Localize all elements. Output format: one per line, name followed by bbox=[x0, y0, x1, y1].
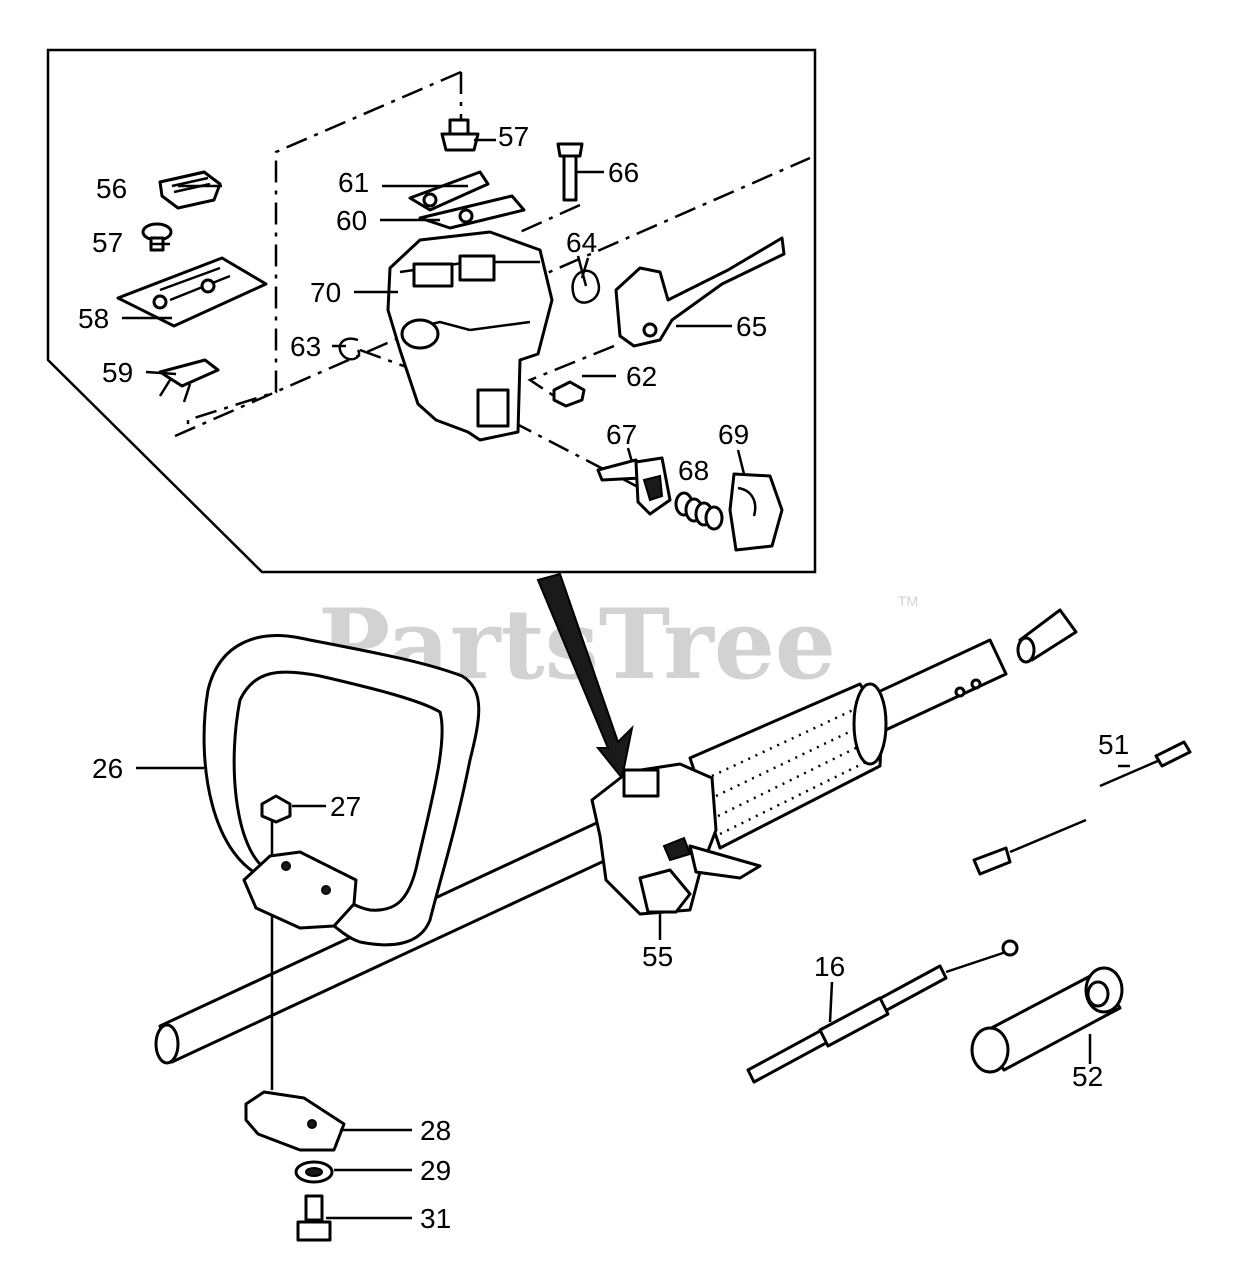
label-p64: 64 bbox=[566, 227, 597, 258]
label-p26: 26 bbox=[92, 753, 123, 784]
label-p31: 31 bbox=[420, 1203, 451, 1234]
label-p59: 59 bbox=[102, 357, 133, 388]
part-57-screw-left[interactable] bbox=[141, 222, 173, 252]
part-labels: 57 56 61 66 57 60 64 70 58 65 63 59 62 6… bbox=[78, 121, 1129, 1234]
label-p63: 63 bbox=[290, 331, 321, 362]
label-p56: 56 bbox=[96, 173, 127, 204]
label-p68: 68 bbox=[678, 455, 709, 486]
label-p29: 29 bbox=[420, 1155, 451, 1186]
part-31-bolt[interactable] bbox=[296, 1194, 332, 1242]
part-69-cover[interactable] bbox=[728, 472, 784, 552]
label-p51: 51 bbox=[1098, 729, 1129, 760]
part-60-lever-plate[interactable] bbox=[418, 194, 526, 230]
part-28-clamp-lower[interactable] bbox=[244, 1090, 346, 1152]
label-p57b: 57 bbox=[92, 227, 123, 258]
part-16-throttle-cable[interactable] bbox=[746, 939, 1019, 1084]
part-64-spring[interactable] bbox=[571, 255, 601, 304]
label-p65: 65 bbox=[736, 311, 767, 342]
part-58-switch-plate[interactable] bbox=[116, 256, 268, 328]
label-p52: 52 bbox=[1072, 1061, 1103, 1092]
label-p61: 61 bbox=[338, 167, 369, 198]
part-68-spring[interactable] bbox=[674, 491, 724, 531]
label-p55: 55 bbox=[642, 941, 673, 972]
detail-pointer-arrow bbox=[536, 572, 634, 781]
label-p70: 70 bbox=[310, 277, 341, 308]
label-p28: 28 bbox=[420, 1115, 451, 1146]
main-leader-lines bbox=[136, 764, 1130, 1220]
part-62-nut[interactable] bbox=[552, 380, 586, 408]
part-57-bolt-top[interactable] bbox=[440, 118, 480, 152]
grip-end-cap[interactable] bbox=[1016, 608, 1078, 664]
inset-frame bbox=[46, 48, 817, 574]
part-66-pin[interactable] bbox=[556, 142, 584, 202]
label-p66: 66 bbox=[608, 157, 639, 188]
label-p16: 16 bbox=[814, 951, 845, 982]
part-56-button-cap[interactable] bbox=[158, 170, 222, 210]
part-51-cable[interactable] bbox=[972, 740, 1192, 876]
label-p69: 69 bbox=[718, 419, 749, 450]
label-p60: 60 bbox=[336, 205, 367, 236]
watermark-trademark: TM bbox=[898, 593, 918, 609]
part-59-switch-contact[interactable] bbox=[158, 358, 220, 403]
label-p62: 62 bbox=[626, 361, 657, 392]
part-61-lever-plate[interactable] bbox=[408, 170, 490, 212]
label-p57a: 57 bbox=[498, 121, 529, 152]
label-p58: 58 bbox=[78, 303, 109, 334]
label-p67: 67 bbox=[606, 419, 637, 450]
part-55-handle-assembly[interactable] bbox=[590, 762, 762, 916]
part-70-handle-housing[interactable] bbox=[386, 230, 554, 442]
part-52-tube[interactable] bbox=[970, 966, 1124, 1074]
part-27-nut[interactable] bbox=[260, 794, 292, 1090]
label-p27: 27 bbox=[330, 791, 361, 822]
inset-leader-lines bbox=[122, 138, 746, 475]
throttle-grip[interactable] bbox=[688, 682, 888, 850]
part-65-throttle-trigger[interactable] bbox=[614, 236, 786, 348]
handle-clamp-upper[interactable] bbox=[242, 850, 358, 930]
part-67-lock-lever[interactable] bbox=[596, 456, 672, 516]
part-29-washer[interactable] bbox=[294, 1160, 334, 1184]
part-63-clip[interactable] bbox=[338, 337, 361, 361]
